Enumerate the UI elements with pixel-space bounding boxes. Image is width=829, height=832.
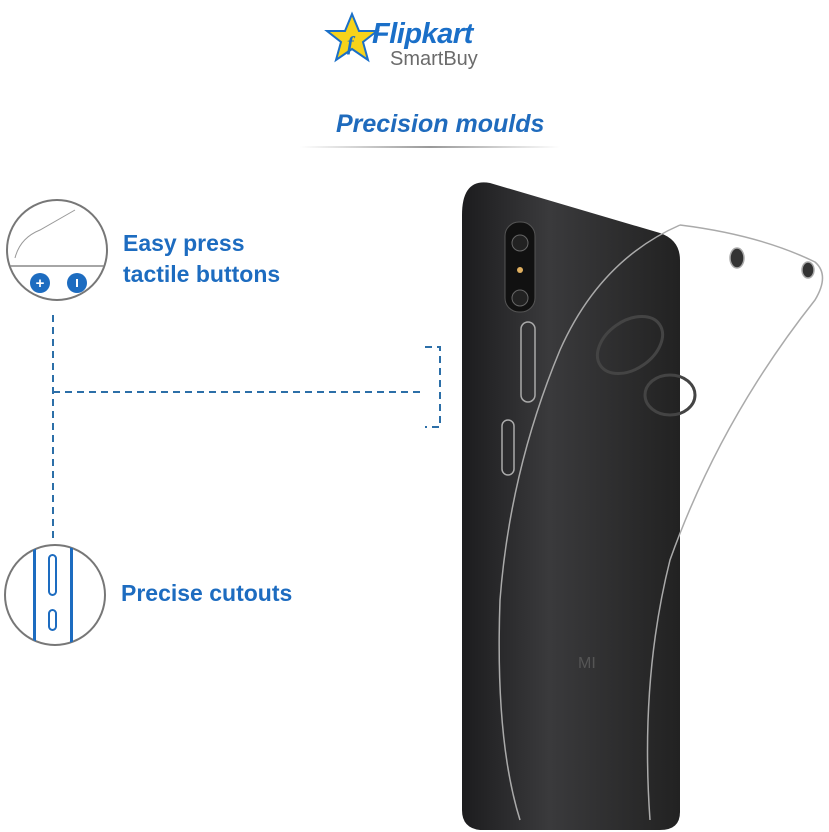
feature-precise-cutouts: Precise cutouts [121,580,293,606]
page-heading: Precision moulds [336,110,545,138]
feature-line-2: tactile buttons [123,261,281,287]
smartbuy-logo-text: SmartBuy [390,48,478,70]
svg-text:+: + [36,275,45,292]
heading-divider [300,146,560,148]
phone-image: MI [462,182,680,830]
svg-text:f: f [347,33,356,55]
connector-lines [52,315,441,540]
tactile-buttons-icon: + [6,199,108,301]
feature-tactile-buttons: Easy press tactile buttons [123,228,280,290]
phone-logo: MI [578,655,596,672]
cutouts-icon [4,544,106,646]
feature-line-1: Easy press [123,230,245,256]
flipkart-star-icon: f [324,11,380,63]
clear-case-image [498,224,824,821]
flipkart-logo-text: Flipkart [372,18,473,50]
